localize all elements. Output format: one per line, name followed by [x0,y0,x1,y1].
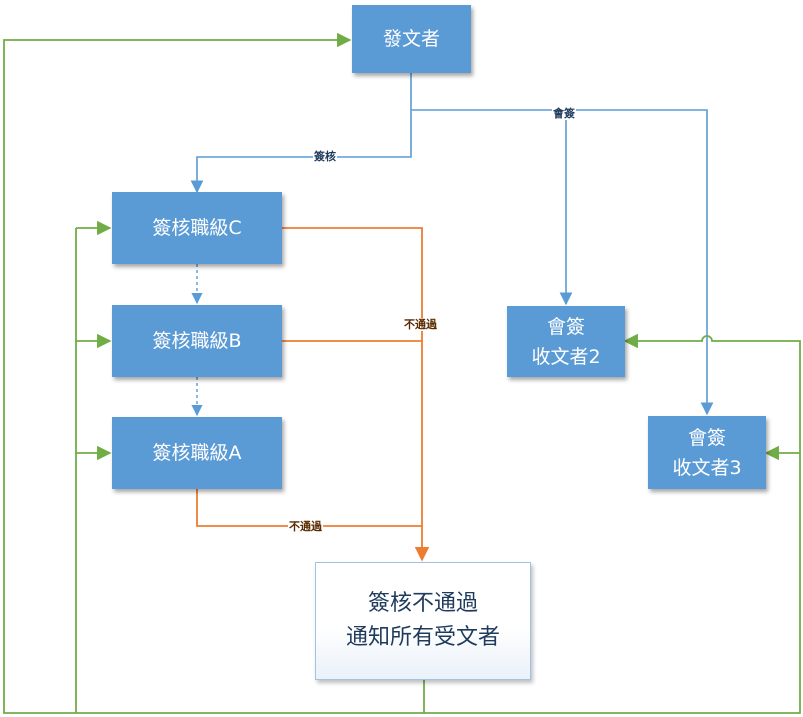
edge-level-c-reject [282,227,430,562]
node-level-a-label: 簽核職級A [152,442,242,464]
node-level-c: 簽核職級C [112,192,282,264]
node-level-b: 簽核職級B [112,305,282,377]
edge-sender-to-level-c [190,73,412,194]
edge-label-reject-upper: 不通過 [403,318,438,331]
edge-level-a-reject [196,489,422,527]
node-level-b-label: 簽核職級B [152,330,242,352]
node-reject-line1: 簽核不通過 [367,591,478,616]
node-reject-notify: 簽核不通過 通知所有受文者 [315,562,531,680]
edge-sender-to-co-signers [411,109,714,416]
node-co-signer-3: 會簽 收文者3 [648,416,766,489]
node-level-c-label: 簽核職級C [152,217,242,239]
node-sender: 發文者 [352,5,471,73]
node-co-signer-3-line2: 收文者3 [672,456,742,479]
node-co-signer-2-line1: 會簽 [546,315,585,338]
node-sender-label: 發文者 [382,28,440,50]
edge-notify-loop [3,32,425,714]
node-co-signer-3-line1: 會簽 [687,426,726,449]
edge-label-sign-review: 簽核 [313,150,337,163]
node-co-signer-2-line2: 收文者2 [531,345,601,368]
edge-label-reject-lower: 不通過 [288,520,323,533]
node-level-a: 簽核職級A [112,417,282,489]
edge-notify-right [424,333,801,714]
node-co-signer-2: 會簽 收文者2 [507,306,625,377]
edge-label-co-sign: 會簽 [552,107,576,120]
node-reject-line2: 通知所有受文者 [345,625,500,650]
